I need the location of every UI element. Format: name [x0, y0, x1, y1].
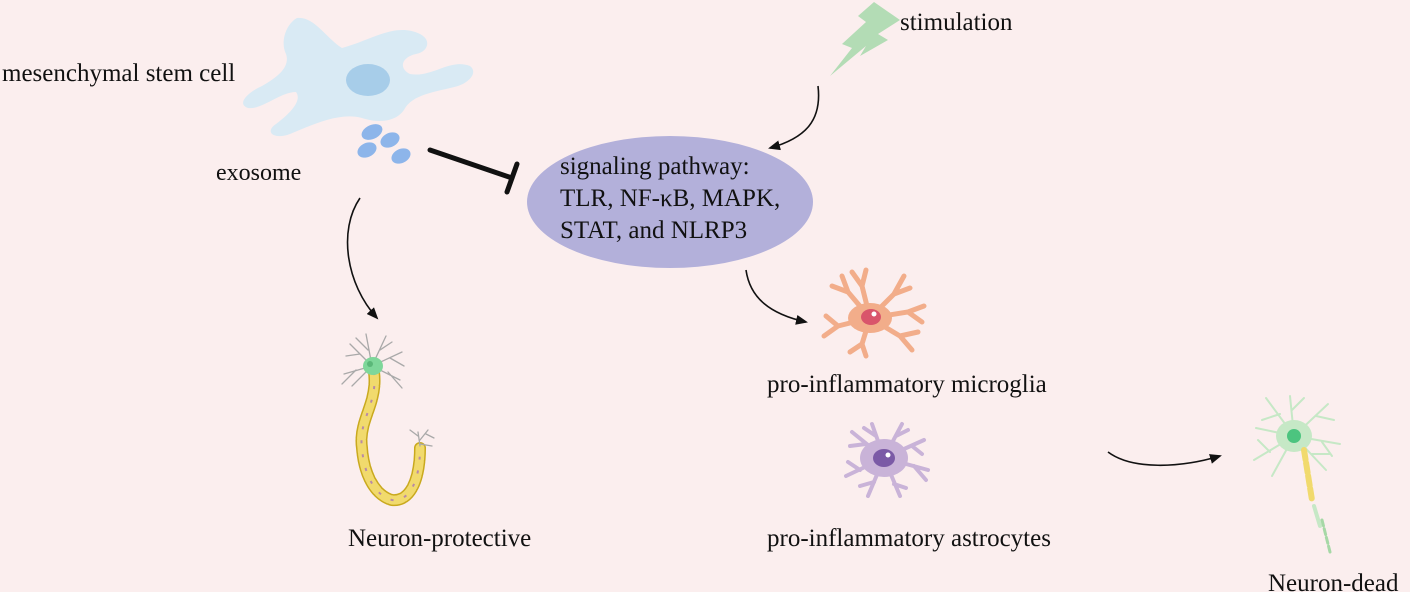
dead-neuron: [1253, 395, 1341, 554]
exosome-label: exosome: [216, 160, 302, 186]
arrow-glia-to-dead-neuron: [1107, 451, 1222, 467]
arrow-exosome-to-neuron: [346, 197, 379, 320]
exosome-vesicles: [357, 124, 411, 164]
inhibition-line: [427, 147, 520, 195]
exosome-vesicle: [361, 124, 383, 140]
exosome-vesicle: [391, 148, 411, 164]
pathway-line-1: TLR, NF-κB, MAPK,: [560, 185, 781, 212]
astrocytes-label: pro-inflammatory astrocytes: [767, 525, 1051, 552]
msc-label: mesenchymal stem cell: [2, 60, 236, 87]
healthy-neuron: [341, 333, 435, 507]
exosome-vesicle: [380, 132, 400, 148]
microglia-label: pro-inflammatory microglia: [767, 371, 1047, 398]
stimulation-bolt: [830, 2, 900, 76]
neuron-dead-label: Neuron-dead: [1268, 570, 1399, 595]
microglia-cell: [821, 267, 927, 359]
arrow-stimulation-to-pathway: [768, 85, 820, 151]
astrocyte-cell: [844, 422, 930, 498]
msc-nucleus: [346, 64, 390, 96]
pathway-title: signaling pathway:: [560, 153, 750, 180]
pathway-text-block: signaling pathway: TLR, NF-κB, MAPK, STA…: [560, 151, 780, 247]
neuron-protective-label: Neuron-protective: [348, 525, 532, 552]
pathway-ellipse: [527, 136, 813, 268]
pathway-line-2: STAT, and NLRP3: [560, 217, 748, 244]
stimulation-label: stimulation: [900, 9, 1013, 36]
exosome-vesicle: [357, 142, 377, 158]
arrow-pathway-to-glia: [745, 269, 808, 325]
mesenchymal-stem-cell: [243, 17, 474, 137]
